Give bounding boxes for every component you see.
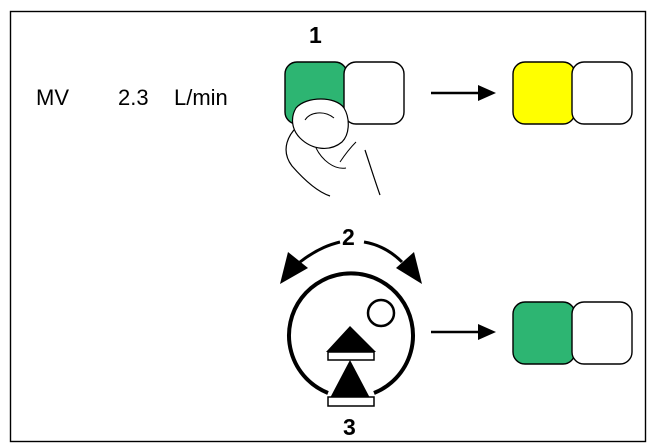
step-3-label: 3 [343, 414, 356, 441]
parameter-name: MV [36, 85, 69, 111]
rotate-right-arrow [396, 252, 422, 284]
parameter-value: 2.3 [118, 85, 149, 111]
push-arrow-icon [326, 326, 376, 406]
parameter-unit: L/min [174, 85, 228, 111]
right-arrow-icon [431, 85, 496, 101]
right-arrow-icon [431, 324, 496, 340]
idle-button [572, 62, 632, 124]
idle-button [572, 302, 632, 364]
rotary-knob-icon [280, 242, 422, 406]
rotate-left-arrow [280, 252, 308, 284]
step-2-label: 2 [342, 224, 355, 251]
step2-result-button-pair [513, 302, 632, 364]
step1-result-button-pair [513, 62, 632, 124]
confirmed-button [513, 302, 575, 364]
step-1-label: 1 [309, 22, 322, 49]
idle-button [344, 62, 404, 124]
active-button [513, 62, 575, 124]
